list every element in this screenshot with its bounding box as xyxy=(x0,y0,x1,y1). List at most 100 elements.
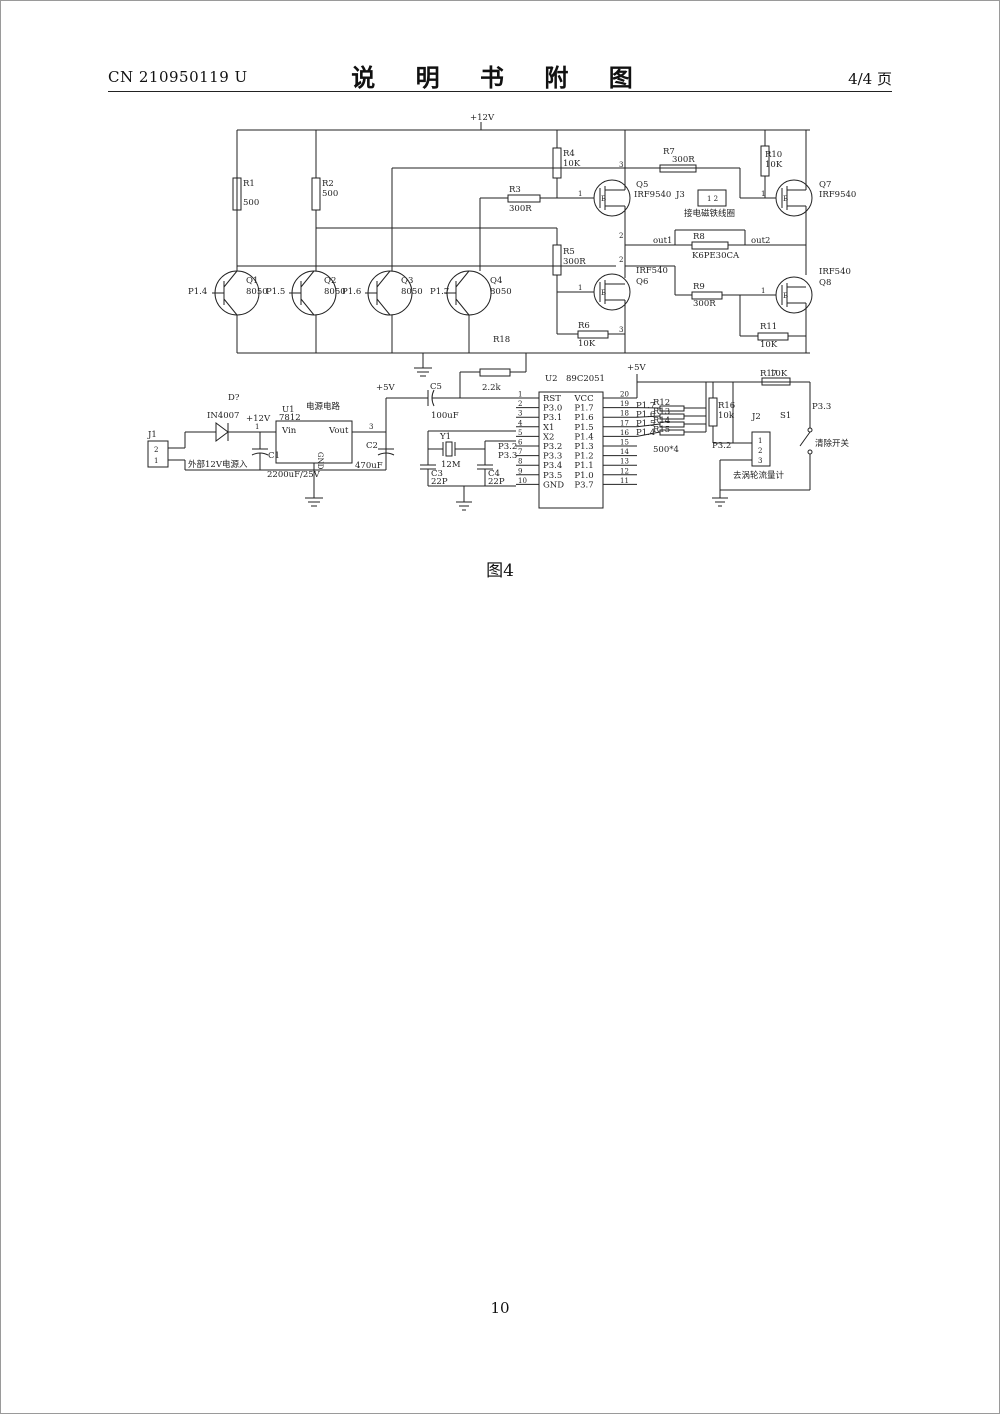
svg-text:U1: U1 xyxy=(282,405,295,415)
svg-text:2: 2 xyxy=(758,447,762,455)
svg-text:R12: R12 xyxy=(653,398,670,408)
page-number: 10 xyxy=(490,1299,510,1317)
svg-text:300R: 300R xyxy=(509,204,532,214)
svg-text:1: 1 xyxy=(758,437,762,445)
svg-text:IRF540: IRF540 xyxy=(636,266,668,276)
mcu-pin-number-left: 2 xyxy=(518,400,522,408)
svg-text:C3: C3 xyxy=(431,469,443,479)
svg-text:R5: R5 xyxy=(563,247,575,257)
mcu-pin-number-right: 11 xyxy=(620,477,629,485)
mcu-pin-name-right: P3.7 xyxy=(574,480,593,490)
svg-text:P3.3: P3.3 xyxy=(498,451,517,461)
svg-text:2: 2 xyxy=(154,446,158,454)
svg-text:1: 1 xyxy=(154,457,158,465)
svg-text:R18: R18 xyxy=(493,335,510,345)
mcu-pin-name-right: P1.1 xyxy=(574,461,593,471)
svg-text:IRF540: IRF540 xyxy=(819,267,851,277)
svg-text:R6: R6 xyxy=(578,321,590,331)
svg-text:1: 1 xyxy=(255,423,259,431)
svg-text:R13: R13 xyxy=(653,407,670,417)
circuit-schematic: +12V R1 500 R2 500 P1.4 Q1 8050 P1.5 Q2 … xyxy=(147,113,856,511)
svg-text:R1: R1 xyxy=(243,179,255,189)
svg-text:IRF9540: IRF9540 xyxy=(819,190,856,200)
svg-text:500*4: 500*4 xyxy=(653,445,679,455)
svg-text:P3.2: P3.2 xyxy=(498,442,517,452)
svg-text:R2: R2 xyxy=(322,179,334,189)
svg-text:J3: J3 xyxy=(675,190,685,200)
svg-text:3: 3 xyxy=(619,326,623,334)
svg-text:P1.7: P1.7 xyxy=(636,401,655,411)
mcu-pin-name-left: X1 xyxy=(543,423,554,433)
svg-text:P1.4: P1.4 xyxy=(636,428,655,438)
svg-text:Q7: Q7 xyxy=(819,180,831,190)
mcu-pin-name-right: P1.0 xyxy=(574,471,593,481)
svg-text:10K: 10K xyxy=(578,339,596,349)
svg-text:R10: R10 xyxy=(765,150,782,160)
svg-text:IN4007: IN4007 xyxy=(207,411,239,421)
svg-text:1: 1 xyxy=(761,287,765,295)
svg-text:89C2051: 89C2051 xyxy=(566,374,605,384)
svg-text:R11: R11 xyxy=(760,322,777,332)
svg-text:8050: 8050 xyxy=(490,287,512,297)
svg-text:1 2: 1 2 xyxy=(707,195,718,203)
svg-text:100uF: 100uF xyxy=(431,411,459,421)
mcu-pin-number-right: 20 xyxy=(620,391,629,399)
svg-text:470uF: 470uF xyxy=(355,461,383,471)
svg-text:P3.2: P3.2 xyxy=(712,441,731,451)
svg-text:+5V: +5V xyxy=(627,363,647,373)
mcu-net-line xyxy=(636,431,661,437)
mcu-pin-number-right: 17 xyxy=(620,419,629,427)
svg-text:外部12V电源入: 外部12V电源入 xyxy=(188,459,248,470)
svg-text:R8: R8 xyxy=(693,232,705,242)
figure-caption: 图4 xyxy=(486,561,514,581)
svg-text:去涡轮流量计: 去涡轮流量计 xyxy=(733,470,785,481)
mcu-pin-name-right: P1.6 xyxy=(574,413,593,423)
svg-text:清除开关: 清除开关 xyxy=(815,438,850,449)
svg-text:7812: 7812 xyxy=(279,413,301,423)
svg-text:22P: 22P xyxy=(431,477,448,487)
mcu-pin-name-left: GND xyxy=(543,480,564,490)
mcu-pin-name-right: P1.4 xyxy=(574,432,593,442)
mcu-pin-number-right: 16 xyxy=(620,429,629,437)
svg-text:C1: C1 xyxy=(268,451,280,461)
mcu-pin-number-left: 6 xyxy=(518,439,523,447)
mcu-pin-number-left: 9 xyxy=(518,467,522,475)
svg-text:Q4: Q4 xyxy=(490,276,502,286)
svg-text:1: 1 xyxy=(761,190,765,198)
svg-text:Q1: Q1 xyxy=(246,276,258,286)
svg-text:3: 3 xyxy=(369,423,373,431)
svg-text:R15: R15 xyxy=(653,425,670,435)
svg-text:2.2k: 2.2k xyxy=(482,383,502,393)
mcu-pin-number-left: 5 xyxy=(518,429,522,437)
mcu-pin-name-left: P3.0 xyxy=(543,404,562,414)
mcu-pin-number-right: 18 xyxy=(620,410,629,418)
svg-text:Q2: Q2 xyxy=(324,276,336,286)
page-of-total: 4/4 页 xyxy=(848,70,892,88)
svg-text:R7: R7 xyxy=(663,147,675,157)
svg-text:B: B xyxy=(601,289,606,297)
svg-text:300R: 300R xyxy=(693,299,716,309)
svg-text:Vin: Vin xyxy=(281,426,297,436)
header-rule xyxy=(108,91,892,92)
mcu-pin-number-left: 3 xyxy=(518,410,522,418)
svg-text:Q8: Q8 xyxy=(819,278,831,288)
svg-text:C4: C4 xyxy=(488,469,500,479)
svg-text:Y1: Y1 xyxy=(439,432,451,442)
mcu-pin-name-left: RST xyxy=(543,394,561,404)
svg-text:P3.3: P3.3 xyxy=(812,402,831,412)
mcu-right-pins: 20VCC19P1.718P1.617P1.516P1.415P1.314P1.… xyxy=(573,391,661,490)
document-title: 说 明 书 附 图 xyxy=(351,63,649,92)
svg-text:300R: 300R xyxy=(672,155,695,165)
svg-text:P1.5: P1.5 xyxy=(636,419,655,429)
mcu-pin-name-right: P1.5 xyxy=(574,423,593,433)
svg-text:Q6: Q6 xyxy=(636,277,648,287)
svg-text:B: B xyxy=(783,292,788,300)
mcu-pin-name-left: X2 xyxy=(543,432,554,442)
svg-text:+5V: +5V xyxy=(376,383,396,393)
mcu-pin-name-right: P1.7 xyxy=(574,404,593,414)
svg-text:P1.4: P1.4 xyxy=(188,287,207,297)
mcu-pin-number-left: 8 xyxy=(518,458,522,466)
svg-text:3: 3 xyxy=(619,161,623,169)
svg-text:12M: 12M xyxy=(441,460,461,470)
